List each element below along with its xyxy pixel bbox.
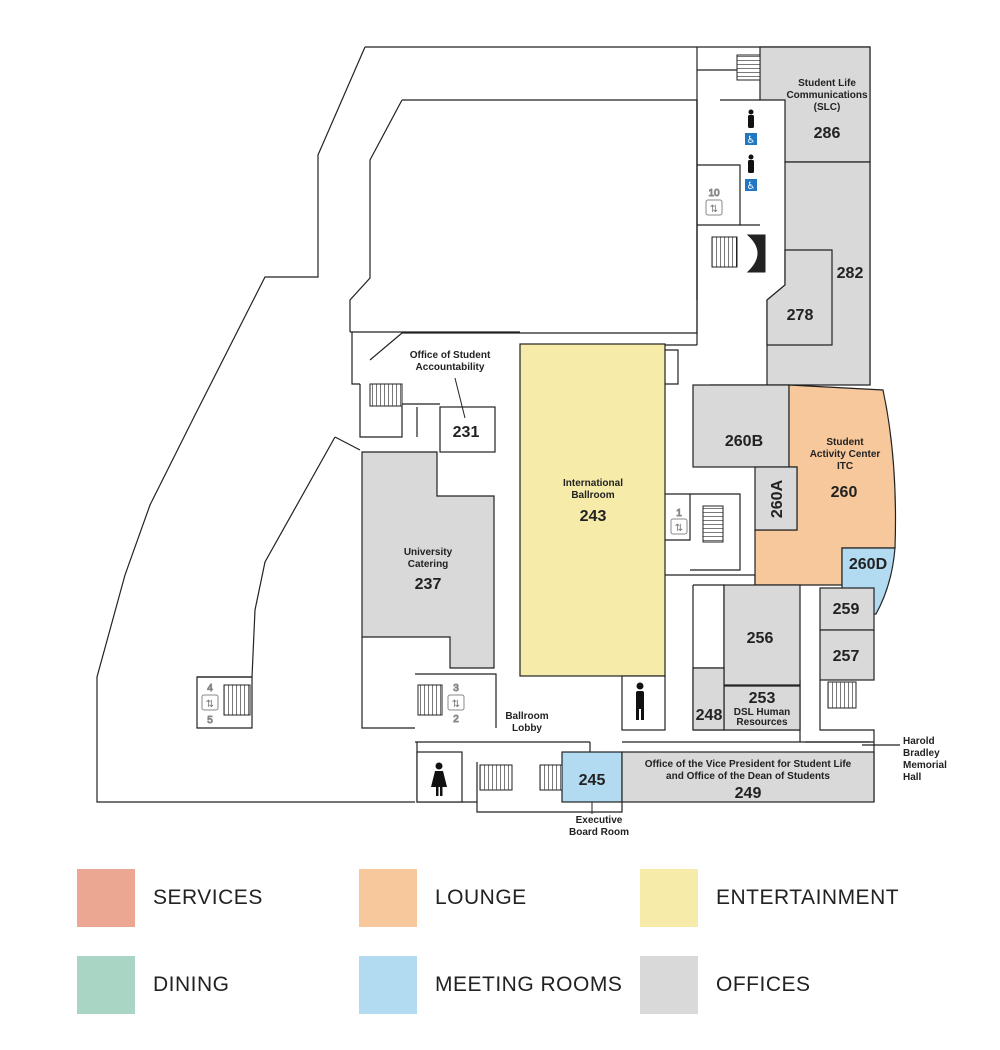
svg-text:⇅: ⇅: [452, 699, 460, 710]
stairs: [223, 54, 857, 791]
room-237-shape[interactable]: [361, 451, 495, 669]
restroom-man-icon[interactable]: [748, 109, 754, 129]
room-231-leader: [454, 377, 466, 419]
legend-item-meeting-rooms: MEETING ROOMS: [359, 956, 622, 1014]
elevator-icon[interactable]: 3 2 ⇅: [447, 683, 465, 726]
elevator-label-10: 10: [708, 188, 720, 199]
stairs-icon: [479, 764, 513, 791]
stairs-icon: [827, 681, 857, 709]
room-259-number: 259: [833, 601, 860, 618]
room-282-number: 282: [837, 265, 864, 282]
elevator-label-3: 3: [453, 683, 459, 694]
wheelchair-icon[interactable]: ♿: [745, 133, 757, 146]
room-278-shape[interactable]: [766, 249, 833, 346]
svg-text:⇅: ⇅: [710, 204, 718, 215]
legend-item-entertainment: ENTERTAINMENT: [640, 869, 899, 927]
room-249-name: Office of the Vice President for Student…: [645, 759, 852, 782]
room-249-number: 249: [735, 785, 762, 802]
room-260A-shape[interactable]: [754, 466, 798, 531]
amenity-icons: ♿ ♿: [416, 109, 757, 803]
legend-label-meeting-rooms: MEETING ROOMS: [435, 973, 623, 996]
legend-swatch-meeting-rooms: [359, 956, 417, 1014]
room-245-shape[interactable]: [561, 751, 623, 803]
room-257-number: 257: [833, 648, 860, 665]
room-260-number: 260: [831, 484, 858, 501]
room-260B-shape[interactable]: [692, 384, 790, 468]
stairs-icon: [223, 684, 251, 716]
svg-text:♿: ♿: [747, 181, 756, 192]
elevator-label-1: 1: [676, 508, 682, 519]
elevator-icon[interactable]: 1 ⇅: [670, 508, 688, 535]
stairs-icon: [702, 505, 724, 543]
room-231-number: 231: [453, 424, 480, 441]
elevators: 10 ⇅ 1 ⇅ 4 5 ⇅ 3 2 ⇅: [201, 188, 723, 727]
legend-swatch-entertainment: [640, 869, 698, 927]
legend-swatch-offices: [640, 956, 698, 1014]
room-253-number: 253: [749, 690, 776, 707]
room-237-number: 237: [415, 576, 442, 593]
floor-plan-map: 10 ⇅ 1 ⇅ 4 5 ⇅ 3 2 ⇅ ♿: [96, 46, 947, 838]
room-257-shape[interactable]: [819, 629, 875, 681]
legend-label-entertainment: ENTERTAINMENT: [716, 886, 900, 909]
legend-item-lounge: LOUNGE: [359, 869, 527, 927]
room-248-number: 248: [696, 707, 723, 724]
room-260D-number: 260D: [849, 556, 887, 573]
room-286-number: 286: [814, 125, 841, 142]
room-shapes: [361, 46, 897, 803]
stairs-icon: [369, 383, 403, 407]
wheelchair-icon[interactable]: ♿: [745, 179, 757, 192]
legend-label-dining: DINING: [153, 973, 230, 996]
room-248-shape[interactable]: [692, 667, 725, 731]
room-256-number: 256: [747, 630, 774, 647]
room-243-shape[interactable]: [519, 343, 666, 677]
stairs-icon: [539, 764, 563, 791]
legend-label-lounge: LOUNGE: [435, 886, 527, 909]
room-231-shape[interactable]: [439, 406, 496, 453]
svg-text:⇅: ⇅: [675, 523, 683, 534]
elevator-label-2: 2: [453, 714, 459, 725]
room-260A-number: 260A: [769, 479, 786, 518]
restroom-man-icon[interactable]: [636, 682, 644, 721]
legend-item-services: SERVICES: [77, 869, 263, 927]
legend-swatch-dining: [77, 956, 135, 1014]
room-260B-number: 260B: [725, 433, 763, 450]
room-256-shape[interactable]: [723, 584, 801, 686]
room-253-shape[interactable]: [723, 685, 801, 731]
spiral-stairs-icon: [746, 234, 766, 273]
elevator-icon[interactable]: 4 5 ⇅: [201, 683, 219, 727]
stairs-icon: [417, 684, 443, 716]
stairs-icon: [736, 54, 761, 81]
room-245-number: 245: [579, 772, 606, 789]
restroom-man-icon[interactable]: [748, 154, 754, 174]
legend-swatch-lounge: [359, 869, 417, 927]
elevator-label-4: 4: [207, 683, 213, 694]
legend-label-services: SERVICES: [153, 886, 263, 909]
restroom-woman-icon[interactable]: [431, 762, 447, 797]
legend-item-offices: OFFICES: [640, 956, 811, 1014]
svg-text:⇅: ⇅: [206, 699, 214, 710]
legend-item-dining: DINING: [77, 956, 230, 1014]
room-278-number: 278: [787, 307, 814, 324]
stairs-icon: [711, 236, 738, 268]
svg-text:♿: ♿: [747, 135, 756, 146]
elevator-icon[interactable]: 10 ⇅: [705, 188, 723, 216]
legend-label-offices: OFFICES: [716, 973, 811, 996]
legend-swatch-services: [77, 869, 135, 927]
room-259-shape[interactable]: [819, 587, 875, 631]
elevator-label-5: 5: [207, 715, 213, 726]
room-243-number: 243: [580, 508, 607, 525]
room-249-shape[interactable]: [621, 751, 875, 803]
